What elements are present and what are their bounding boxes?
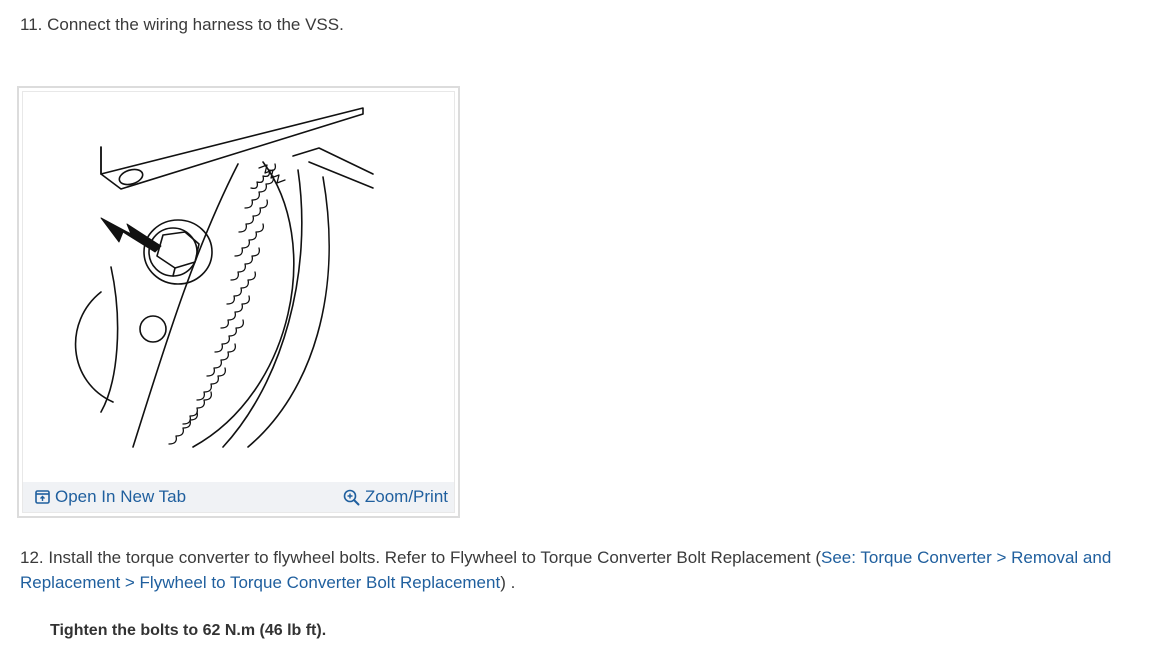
bolt-drawing: [139, 219, 213, 343]
torque-spec-note: Tighten the bolts to 62 N.m (46 lb ft).: [50, 622, 327, 639]
figure-toolbar: Open In New Tab Zoom/Print: [23, 482, 454, 512]
zoom-print-label: Zoom/Print: [364, 487, 448, 506]
open-new-tab-icon: [35, 490, 50, 504]
step-11-number: 11.: [20, 15, 43, 34]
step-12-text: Install the torque converter to flywheel…: [48, 548, 821, 567]
step-12-number: 12.: [20, 548, 44, 567]
link-removal-and-replacement[interactable]: Removal and Replacement: [20, 548, 1112, 592]
figure-panel: Open In New Tab Zoom/Print: [17, 86, 460, 518]
zoom-print-link[interactable]: Zoom/Print: [343, 487, 448, 507]
step-12-text-end: ) .: [500, 573, 516, 592]
link-torque-converter[interactable]: See: Torque Converter: [821, 548, 992, 567]
open-in-new-tab-label: Open In New Tab: [55, 487, 187, 506]
link-separator-2: >: [120, 573, 140, 592]
link-separator-1: >: [991, 548, 1012, 567]
ring-gear-teeth: [168, 163, 286, 445]
link-flywheel-bolt-replacement[interactable]: Flywheel to Torque Converter Bolt Replac…: [139, 573, 501, 592]
flywheel-illustration: [74, 107, 374, 448]
step-11: 11. Connect the wiring harness to the VS…: [20, 14, 344, 36]
zoom-in-icon: [343, 489, 360, 505]
arrow-pointer: [100, 217, 162, 253]
hub-arc: [74, 291, 114, 403]
step-11-text: Connect the wiring harness to the VSS.: [47, 15, 344, 34]
flywheel-arcs: [132, 161, 330, 448]
open-in-new-tab-link[interactable]: Open In New Tab: [35, 487, 186, 507]
step-12: 12. Install the torque converter to flyw…: [20, 545, 1155, 595]
figure-frame: Open In New Tab Zoom/Print: [22, 91, 455, 513]
bracket-drawing: [100, 107, 374, 190]
